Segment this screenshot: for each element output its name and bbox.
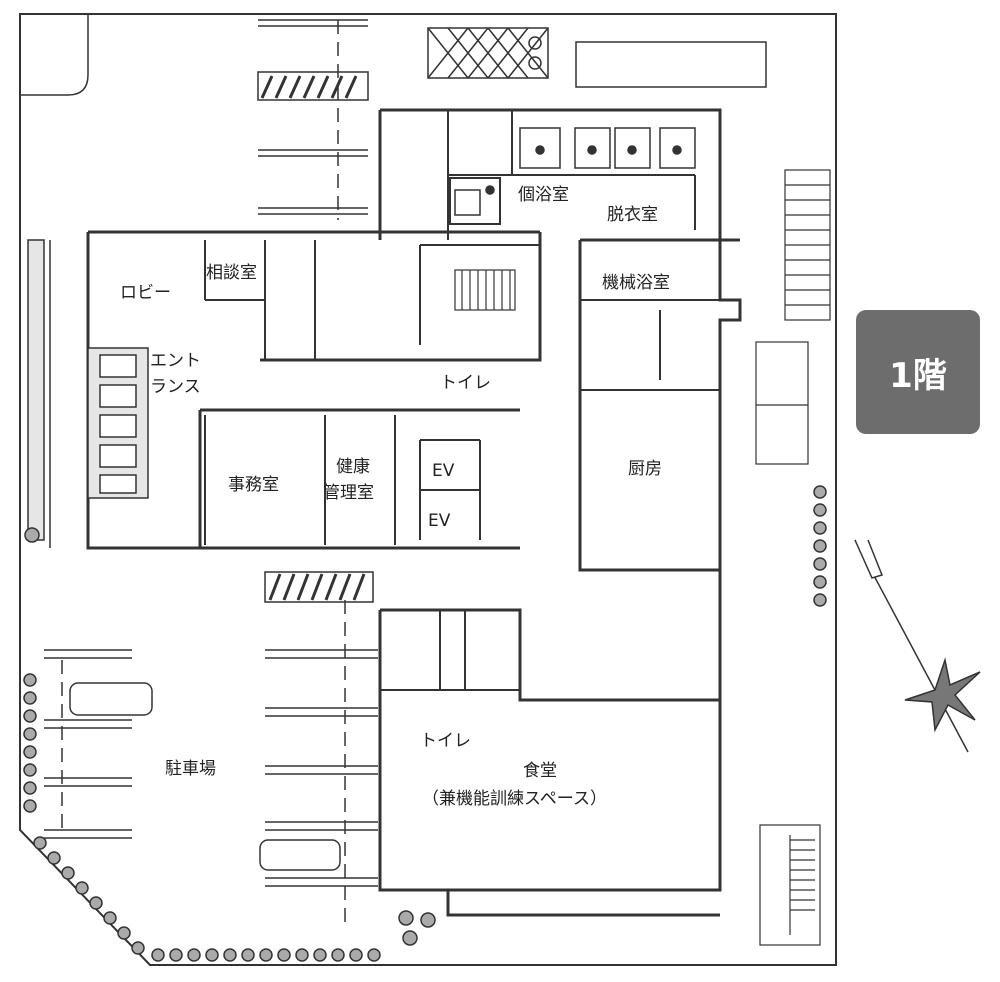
label-ev-2: EV: [428, 511, 451, 531]
top-equipment: [427, 27, 767, 88]
label-jimu: 事務室: [228, 475, 279, 495]
entrance-planters: [27, 239, 149, 548]
label-chubou: 厨房: [628, 459, 662, 479]
label-datsui: 脱衣室: [607, 205, 658, 225]
label-kobuyoku: 個浴室: [518, 185, 569, 205]
label-shokudo-2: （兼機能訓練スペース）: [422, 789, 607, 809]
upper-parking-lines: [257, 19, 369, 220]
label-entrance-2: ランス: [150, 377, 201, 397]
label-toilet-upper: トイレ: [440, 373, 491, 393]
label-ev-1: EV: [432, 461, 455, 481]
floor-label: 1階: [889, 355, 947, 396]
interior-walls: [204, 110, 720, 691]
floor-badge: 1階: [856, 310, 980, 434]
label-kikaiyoku: 機械浴室: [602, 273, 670, 293]
label-entrance-1: エント: [150, 351, 201, 371]
southeast-stairs: [759, 824, 821, 946]
building-walls: [86, 108, 742, 917]
lower-parking: [44, 571, 378, 930]
shrubs: [23, 485, 827, 962]
room-labels: 個浴室 脱衣室 機械浴室 相談室 ロビー エント ランス トイレ 事務室 健康 …: [120, 185, 670, 809]
label-kenkou-2: 管理室: [323, 483, 374, 503]
top-left-curb: [20, 14, 89, 96]
label-soudan: 相談室: [206, 263, 257, 283]
label-toilet-lower: トイレ: [420, 731, 471, 751]
label-kenkou-1: 健康: [336, 457, 370, 477]
central-stairs: [454, 269, 516, 311]
label-lobby: ロビー: [120, 283, 171, 303]
label-parking: 駐車場: [165, 759, 216, 779]
bath-fixtures: [454, 127, 696, 216]
label-shokudo-1: 食堂: [523, 761, 557, 781]
east-staircase: [755, 169, 831, 465]
site-boundary: [19, 13, 837, 966]
compass-icon: [854, 539, 981, 753]
